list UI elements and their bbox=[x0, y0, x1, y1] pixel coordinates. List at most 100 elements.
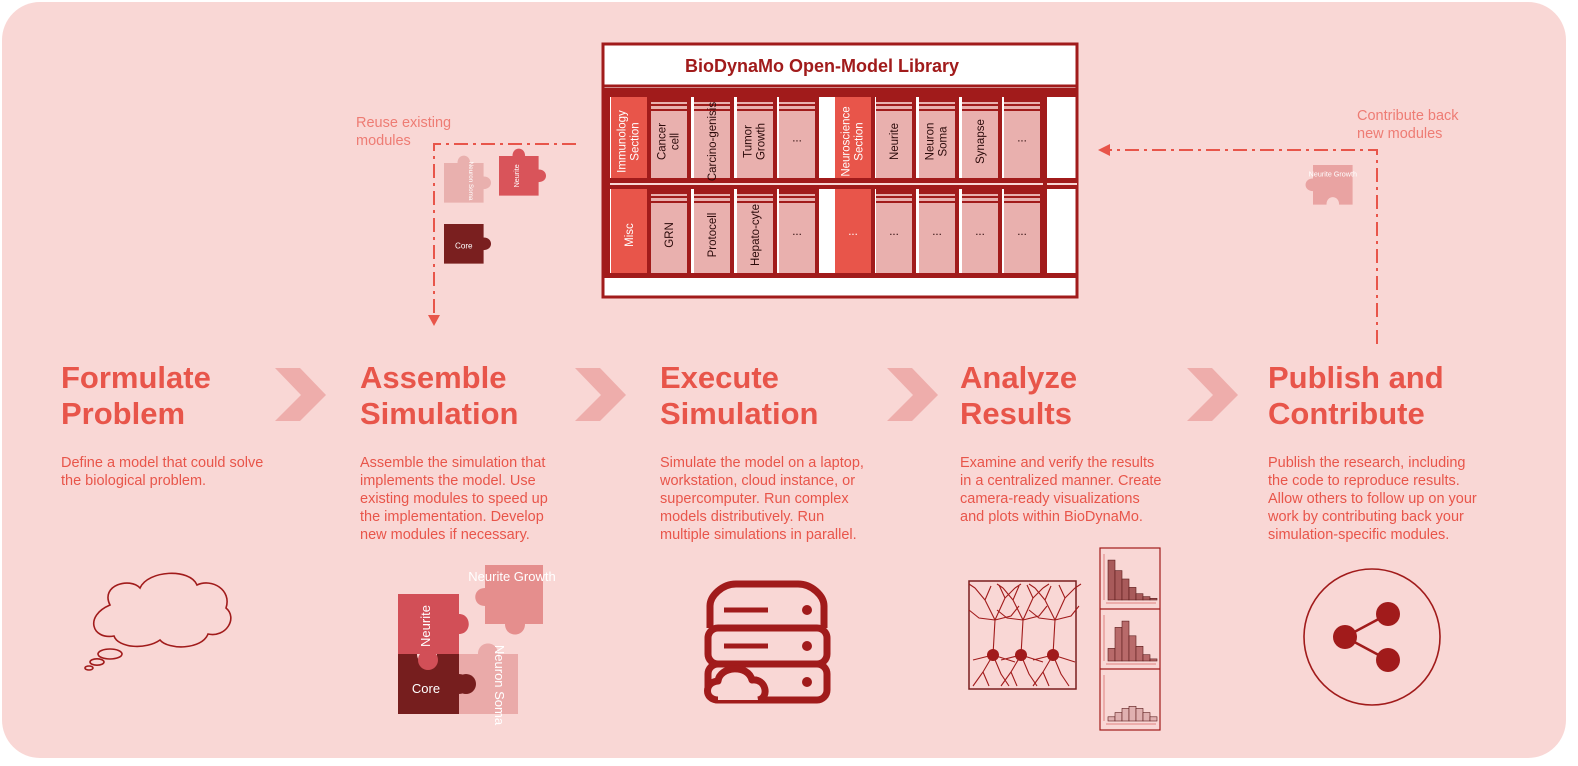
library-book: Synapse bbox=[962, 97, 1002, 178]
library-book: TumorGrowth bbox=[737, 97, 777, 178]
server-cloud-icon bbox=[704, 580, 831, 704]
core-label: Core bbox=[412, 681, 440, 696]
library-book-label: ... bbox=[932, 226, 942, 238]
step-title: Formulate Problem bbox=[61, 360, 211, 431]
histogram-bar bbox=[1149, 598, 1158, 601]
library-book: ... bbox=[1004, 189, 1044, 273]
library-book-label: Cancercell bbox=[657, 123, 682, 160]
step-title: Execute Simulation bbox=[660, 360, 819, 431]
step-title: Assemble Simulation bbox=[360, 360, 519, 431]
step-chevrons bbox=[275, 368, 1238, 421]
histogram-bar bbox=[1128, 635, 1137, 662]
chevron-arrow-icon bbox=[887, 368, 938, 421]
histogram-bar bbox=[1142, 712, 1151, 722]
library-book-label: Synapse bbox=[975, 119, 987, 164]
histogram-bar bbox=[1107, 648, 1116, 662]
library-book: ... bbox=[1004, 97, 1044, 178]
library-book: ... bbox=[835, 189, 875, 273]
thought-cloud-icon bbox=[84, 572, 232, 671]
library-book-label: GRN bbox=[664, 222, 676, 248]
svg-text:Core: Core bbox=[455, 241, 473, 250]
library-book-label: ... bbox=[975, 226, 985, 238]
library-book: Misc bbox=[611, 189, 651, 273]
small-neurite-piece: Neurite bbox=[499, 148, 547, 196]
library-book: Neurite bbox=[876, 97, 916, 178]
library-shelf: BioDynaMo Open-Model Library ImmunologyS… bbox=[601, 42, 1079, 299]
library-book: ... bbox=[876, 189, 916, 273]
chevron-arrow-icon bbox=[1187, 368, 1238, 421]
library-book: GRN bbox=[651, 189, 691, 273]
library-book-label: Misc bbox=[624, 223, 636, 247]
contribute-flow-line bbox=[1108, 149, 1378, 344]
small-neurite-growth-piece: Neurite Growth bbox=[1305, 165, 1357, 205]
contribute-arrowhead bbox=[1098, 144, 1110, 156]
histogram-bar bbox=[1142, 654, 1151, 662]
histogram-bar bbox=[1114, 627, 1123, 662]
neuron-soma-dot bbox=[1047, 649, 1059, 661]
library-book-label: ... bbox=[889, 226, 899, 238]
library-book: NeuroscienceSection bbox=[835, 97, 875, 178]
histogram-bar bbox=[1121, 578, 1130, 601]
reuse-flow-line bbox=[433, 143, 576, 316]
histogram-bar bbox=[1128, 705, 1137, 722]
library-book-label: Neurite bbox=[889, 123, 901, 160]
step-description: Examine and verify the results in a cent… bbox=[960, 455, 1162, 525]
histogram-bar bbox=[1114, 570, 1123, 601]
histogram-bar bbox=[1135, 645, 1144, 662]
library-book-label: ... bbox=[792, 133, 802, 145]
histogram-plots-icon bbox=[1099, 547, 1161, 731]
histogram-bar bbox=[1121, 620, 1130, 662]
histogram-bar bbox=[1121, 708, 1130, 722]
puzzle-piece-neurite bbox=[398, 594, 469, 654]
histogram-bar bbox=[1142, 596, 1151, 601]
library-title: BioDynaMo Open-Model Library bbox=[685, 56, 959, 76]
neurite-growth-line1: Neurite Growth bbox=[468, 569, 555, 584]
library-book: ... bbox=[779, 189, 819, 273]
histogram-bar bbox=[1135, 708, 1144, 722]
contribute-modules-label: Contribute back new modules bbox=[1357, 108, 1459, 142]
library-book-label: ... bbox=[1017, 226, 1027, 238]
library-book: Hepato-cyte bbox=[737, 189, 777, 273]
neurite-label: Neurite bbox=[418, 605, 433, 647]
chevron-arrow-icon bbox=[575, 368, 626, 421]
small-core-piece: Core bbox=[444, 224, 492, 264]
svg-text:Neurite Growth: Neurite Growth bbox=[1309, 170, 1357, 179]
puzzle-piece-neuron-soma bbox=[459, 643, 518, 714]
histogram-bar bbox=[1107, 559, 1116, 601]
small-neuron-soma-piece: Neuron Soma bbox=[444, 155, 492, 203]
library-book: ... bbox=[962, 189, 1002, 273]
neuron-soma-dot bbox=[987, 649, 999, 661]
library-book-label: NeuroscienceSection bbox=[841, 106, 866, 176]
neuron-soma-label: Neuron Soma bbox=[492, 645, 507, 726]
histogram-bar bbox=[1107, 716, 1116, 722]
svg-text:Neuron Soma: Neuron Soma bbox=[467, 162, 474, 201]
chevron-arrow-icon bbox=[275, 368, 326, 421]
step-title: Analyze Results bbox=[960, 360, 1078, 431]
library-book-label: ... bbox=[792, 226, 802, 238]
library-book: Cancercell bbox=[651, 97, 691, 178]
neuron-soma-dot bbox=[1015, 649, 1027, 661]
puzzle-piece-core bbox=[398, 654, 469, 714]
library-book-label: ImmunologySection bbox=[617, 110, 642, 173]
histogram-bar bbox=[1135, 593, 1144, 601]
neuron-visualization-icon bbox=[968, 580, 1082, 690]
library-book-label: Carcino-genisis bbox=[707, 102, 719, 182]
library-book-label: NeuronSoma bbox=[925, 123, 950, 161]
library-book-label: Protocell bbox=[707, 213, 719, 258]
step-description: Simulate the model on a laptop, workstat… bbox=[660, 455, 864, 543]
server-led-dots bbox=[802, 605, 812, 687]
library-book: Carcino-genisis bbox=[694, 97, 734, 181]
puzzle-piece-neurite-growth bbox=[475, 565, 543, 635]
step-description: Define a model that could solve the biol… bbox=[61, 455, 264, 489]
library-book-label: ... bbox=[848, 226, 858, 238]
step-description: Publish the research, including the code… bbox=[1268, 455, 1477, 543]
histogram-bar bbox=[1114, 712, 1123, 722]
step-title: Publish and Contribute bbox=[1268, 360, 1444, 431]
reuse-modules-label: Reuse existing modules bbox=[356, 115, 452, 149]
library-book: ... bbox=[919, 189, 959, 273]
library-book-label: ... bbox=[1017, 133, 1027, 145]
reuse-arrowhead bbox=[428, 315, 440, 326]
library-book: ... bbox=[779, 97, 819, 178]
library-book: NeuronSoma bbox=[919, 97, 959, 178]
library-book: ImmunologySection bbox=[611, 97, 651, 178]
